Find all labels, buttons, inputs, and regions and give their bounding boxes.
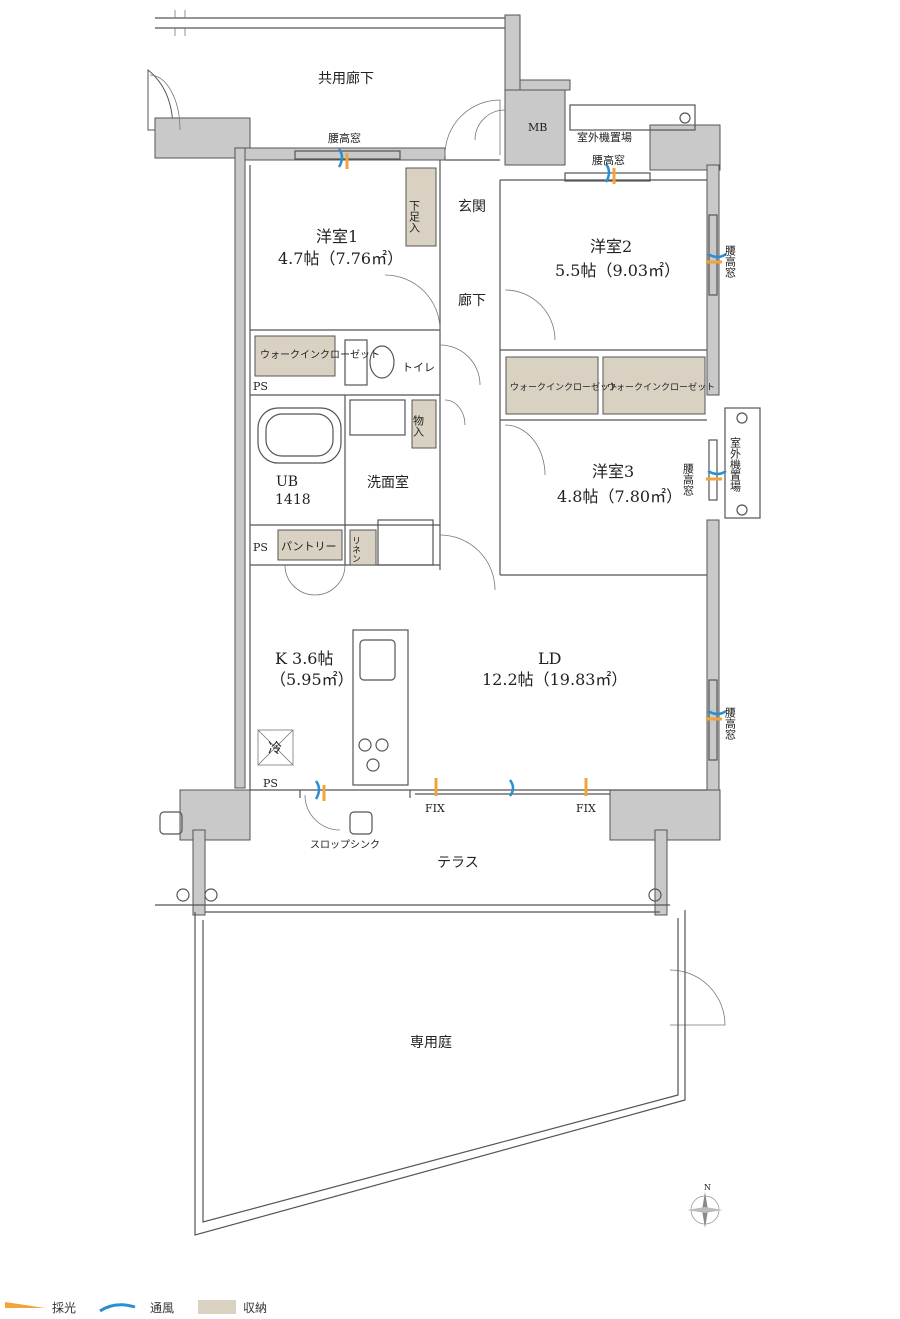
- legend-light-label: 採光: [52, 1301, 76, 1315]
- kitchen-counter: [352, 629, 409, 786]
- label-fridge: 冷: [268, 741, 282, 757]
- slop-sink-right: [349, 811, 373, 835]
- label-fix2: FIX: [576, 802, 596, 815]
- label-room1-size: 4.7帖（7.76㎡）: [278, 249, 403, 268]
- wic2-block: [505, 356, 599, 415]
- slop-sink-left: [159, 811, 183, 835]
- label-room3-size: 4.8帖（7.80㎡）: [557, 487, 682, 506]
- label-ld-size: 12.2帖（19.83㎡）: [482, 670, 627, 689]
- legend-wind-label: 通風: [150, 1301, 174, 1315]
- label-private-garden: 専用庭: [410, 1034, 452, 1051]
- label-room2: 洋室2: [590, 237, 632, 256]
- wic3-block: [602, 356, 706, 415]
- label-room1: 洋室1: [316, 227, 358, 246]
- kitchen-sink: [359, 639, 396, 681]
- label-mb: MB: [528, 121, 547, 134]
- wash-basin: [349, 399, 406, 436]
- label-kitchen-size: （5.95㎡）: [270, 670, 354, 689]
- label-room2-size: 5.5帖（9.03㎡）: [555, 261, 680, 280]
- label-waist-window-ld: 腰高窓: [724, 707, 737, 740]
- storage-blocks: [254, 167, 706, 566]
- label-mono: 物入: [412, 414, 425, 437]
- label-shoe: 下足入: [408, 200, 421, 233]
- label-waist-window-tl: 腰高窓: [328, 131, 361, 145]
- label-pantry: パントリー: [281, 540, 337, 553]
- terrace-garden: [155, 904, 686, 1236]
- label-slop-sink: スロップシンク: [310, 839, 380, 851]
- exterior-walls: [179, 89, 721, 916]
- legend: 採光 通風 収納: [5, 1300, 267, 1315]
- label-wic3: ウォークインクローゼット: [607, 381, 715, 393]
- shoe-storage-block: [405, 167, 437, 247]
- legend-storage-swatch: [198, 1300, 236, 1314]
- legend-storage-label: 収納: [243, 1301, 267, 1315]
- label-ub-size: 1418: [275, 492, 311, 508]
- label-ps1: PS: [253, 380, 268, 393]
- label-outdoor-right: 室外機置場: [729, 436, 742, 493]
- label-corridor: 共用廊下: [318, 70, 374, 87]
- fridge-space: [257, 729, 294, 766]
- pantry-block: [277, 529, 343, 561]
- label-waist-window-tr: 腰高窓: [592, 153, 625, 167]
- light-wind-markers: [314, 148, 727, 801]
- label-ps2: PS: [253, 541, 268, 554]
- label-wic1: ウォークインクローゼット: [260, 349, 380, 361]
- label-ld: LD: [538, 649, 561, 668]
- fixtures: [159, 104, 761, 902]
- compass-n: N: [704, 1183, 711, 1192]
- stove-burner-3: [366, 758, 380, 772]
- wic1-block: [254, 335, 336, 377]
- door-swings: [149, 74, 726, 1026]
- label-ps3: PS: [263, 777, 278, 790]
- toilet-tank: [344, 339, 368, 386]
- linen-block: [349, 529, 377, 566]
- label-room3: 洋室3: [592, 462, 634, 481]
- label-kitchen: K 3.6帖: [275, 649, 334, 668]
- label-terrace: テラス: [437, 855, 479, 871]
- washing-machine: [377, 519, 434, 566]
- label-washroom: 洗面室: [367, 474, 409, 491]
- bathtub-inner: [265, 413, 334, 457]
- label-ub: UB: [276, 474, 298, 490]
- label-hallway: 廊下: [458, 292, 486, 309]
- outdoor-unit-right: [724, 407, 761, 519]
- label-genkan: 玄関: [458, 198, 486, 215]
- label-waist-window-r3: 腰高窓: [682, 463, 695, 496]
- stove-burner-2: [375, 738, 389, 752]
- label-fix1: FIX: [425, 802, 445, 815]
- outdoor-unit-top: [569, 104, 696, 131]
- legend-wind-swatch: [99, 1303, 136, 1313]
- label-wic2: ウォークインクローゼット: [510, 381, 618, 393]
- mono-block: [411, 399, 437, 449]
- legend-light-swatch: [5, 1302, 45, 1308]
- corridor-area: [147, 10, 571, 159]
- toilet-bowl: [369, 345, 395, 379]
- compass: [687, 1192, 723, 1228]
- bathtub: [257, 407, 342, 464]
- stove-burner-1: [358, 738, 372, 752]
- windows: [294, 150, 718, 798]
- label-outdoor-top: 室外機置場: [577, 130, 632, 144]
- label-toilet: トイレ: [402, 361, 435, 374]
- label-linen: リネン: [350, 536, 361, 563]
- label-waist-window-r2: 腰高窓: [724, 245, 737, 278]
